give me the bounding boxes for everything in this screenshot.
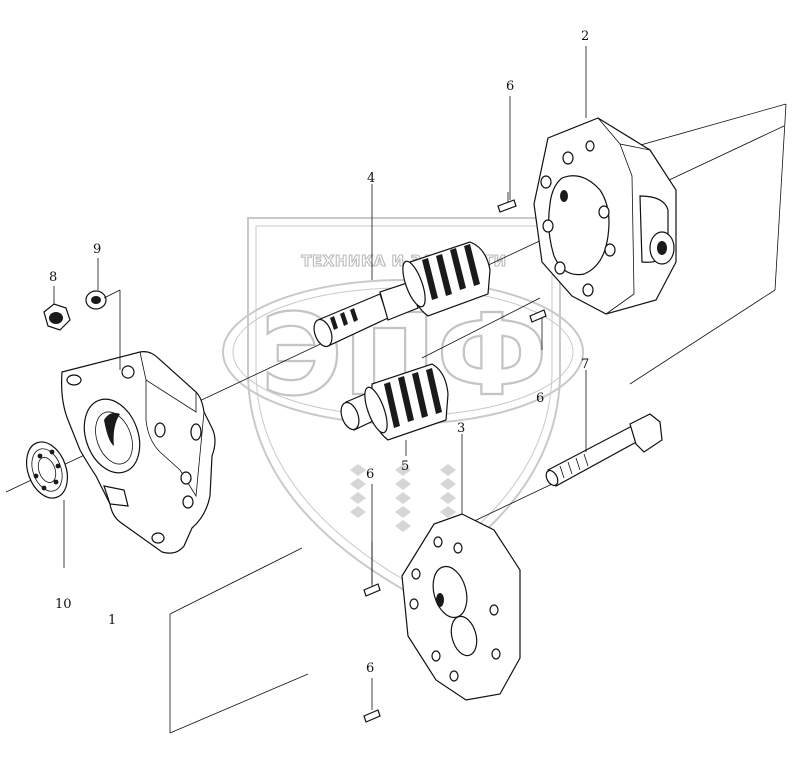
ball-bearing: [25, 441, 69, 568]
callout-7: 7: [581, 357, 589, 372]
dowel-pin-icon: [497, 199, 517, 213]
bolt-icon: [547, 425, 641, 487]
callout-9: 9: [93, 242, 101, 257]
callout-1: 1: [108, 613, 116, 628]
nut: [43, 286, 71, 331]
drive-gear-shaft: [313, 184, 491, 348]
callout-4: 4: [367, 171, 375, 186]
callout-2: 2: [581, 29, 589, 44]
dowel-pin-icon: [363, 709, 381, 723]
callout-8: 8: [49, 270, 57, 285]
callouts: 1 2 3 4 5 6 6 6 6 7 8 9 10: [49, 29, 589, 676]
bolt: [545, 370, 663, 487]
dowel-pin-icon: [363, 583, 381, 597]
callout-10: 10: [55, 597, 72, 612]
callout-5: 5: [401, 459, 409, 474]
dowel-pins: [363, 96, 547, 723]
callout-6-mid: 6: [366, 467, 374, 482]
driven-gear: [340, 363, 449, 456]
pump-cover: [533, 46, 677, 315]
callout-6-right: 6: [536, 391, 544, 406]
washer: [85, 258, 121, 370]
callout-6-bottom: 6: [366, 661, 374, 676]
wheat-icon: [350, 464, 456, 532]
pump-body: [61, 351, 216, 554]
callout-3: 3: [457, 421, 465, 436]
ball-bearing-icon: [25, 441, 69, 499]
gear-plate: [401, 434, 521, 701]
dowel-pin-icon: [529, 309, 547, 323]
callout-6-top: 6: [506, 79, 514, 94]
